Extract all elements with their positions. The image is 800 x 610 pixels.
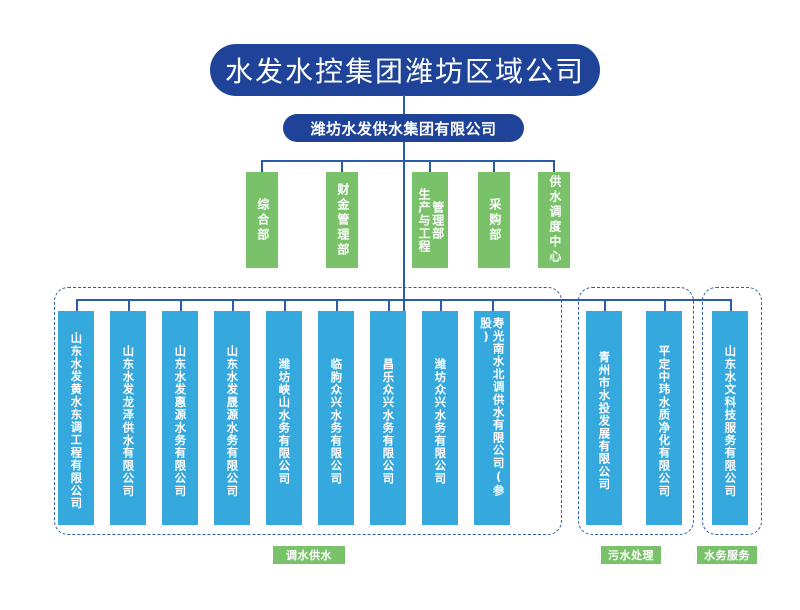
connector-drop-dept-1	[261, 160, 263, 172]
department-label-col2: 管理部	[430, 200, 445, 240]
subsidiary-label: 潍坊众兴水务有限公司	[433, 357, 448, 485]
department-label-col1: 生产与工程	[417, 187, 431, 253]
connector-drop-sub-6	[336, 299, 338, 311]
department-box-zonghebu[interactable]: 综合部	[246, 172, 278, 268]
department-box-gongshuidiaoduzhongxin[interactable]: 供水调度中心	[538, 172, 570, 268]
department-label-col1: 采购部	[487, 197, 502, 243]
department-box-caigoubu[interactable]: 采购部	[478, 172, 510, 268]
connector-drop-sub-5	[284, 299, 286, 311]
category-tag-wushufuwu: 水务服务	[697, 546, 757, 564]
subsidiary-label: 山东水发黄水东调工程有限公司	[69, 332, 84, 510]
connector-drop-dept-3	[429, 160, 431, 172]
connector-drop-sub-8	[440, 299, 442, 311]
subsidiary-box-12[interactable]: 山东水文科技服务有限公司	[712, 311, 748, 525]
group-frame-wushufuwu	[702, 287, 762, 535]
connector-subsidiary-bus	[76, 299, 732, 301]
connector-drop-dept-5	[553, 160, 555, 172]
department-label-col1: 综合部	[255, 197, 270, 243]
subsidiary-box-1[interactable]: 山东水发黄水东调工程有限公司	[58, 311, 94, 525]
subsidiary-box-2[interactable]: 山东水发龙泽供水有限公司	[110, 311, 146, 525]
group-frame-wushuichuli	[578, 287, 694, 535]
category-tag-wushuichuli: 污水处理	[601, 546, 661, 564]
root-title-node: 水发水控集团潍坊区域公司	[210, 44, 600, 96]
connector-drop-sub-9	[492, 299, 494, 311]
connector-drop-sub-7	[388, 299, 390, 311]
department-box-caijinguanlibu[interactable]: 财金管理部	[326, 172, 358, 268]
subsidiary-box-3[interactable]: 山东水发惠源水务有限公司	[162, 311, 198, 525]
subsidiary-box-8[interactable]: 潍坊众兴水务有限公司	[422, 311, 458, 525]
connector-title-to-subtitle	[403, 95, 405, 114]
subsidiary-label: 山东水发龙泽供水有限公司	[121, 344, 136, 498]
subsidiary-box-7[interactable]: 昌乐众兴水务有限公司	[370, 311, 406, 525]
connector-drop-dept-2	[341, 160, 343, 172]
subsidiary-box-5[interactable]: 潍坊峡山水务有限公司	[266, 311, 302, 525]
subsidiary-label: 平定中玮水质净化有限公司	[657, 344, 672, 498]
department-label-col1: 财金管理部	[335, 182, 350, 258]
subsidiary-box-10[interactable]: 青州市水投发展有限公司	[586, 311, 622, 525]
subsidiary-label: 山东水发惠源水务有限公司	[173, 344, 188, 498]
subsidiary-label: 青州市水投发展有限公司	[597, 351, 612, 491]
subsidiary-box-6[interactable]: 临朐众兴水务有限公司	[318, 311, 354, 525]
subsidiary-label: 山东水发晟源水务有限公司	[225, 344, 240, 498]
connector-drop-sub-3	[180, 299, 182, 311]
subsidiary-box-9[interactable]: 寿光南水北调供水有限公司(参股)	[474, 311, 510, 525]
category-tag-diaoshuigongshui: 调水供水	[273, 546, 345, 564]
connector-drop-sub-11	[664, 299, 666, 311]
connector-department-bus	[261, 160, 553, 162]
subsidiary-label: 山东水文科技服务有限公司	[723, 344, 738, 498]
connector-drop-sub-1	[76, 299, 78, 311]
department-box-shengchanyugongchengguanlibu[interactable]: 管理部 生产与工程	[412, 172, 448, 268]
connector-main-trunk	[403, 142, 405, 311]
department-label-col1: 供水调度中心	[547, 175, 562, 265]
connector-drop-sub-4	[232, 299, 234, 311]
subsidiary-label: 潍坊峡山水务有限公司	[277, 357, 292, 485]
subsidiary-box-4[interactable]: 山东水发晟源水务有限公司	[214, 311, 250, 525]
connector-drop-dept-4	[493, 160, 495, 172]
subsidiary-box-11[interactable]: 平定中玮水质净化有限公司	[646, 311, 682, 525]
connector-drop-sub-12	[730, 299, 732, 311]
subtitle-node: 潍坊水发供水集团有限公司	[283, 114, 524, 142]
subsidiary-label: 昌乐众兴水务有限公司	[381, 357, 396, 485]
connector-drop-sub-2	[128, 299, 130, 311]
subsidiary-label: 临朐众兴水务有限公司	[329, 357, 344, 485]
connector-drop-sub-10	[604, 299, 606, 311]
subsidiary-label: 寿光南水北调供水有限公司(参股)	[479, 317, 506, 498]
group-frame-diaoshuigongshui	[54, 287, 562, 535]
